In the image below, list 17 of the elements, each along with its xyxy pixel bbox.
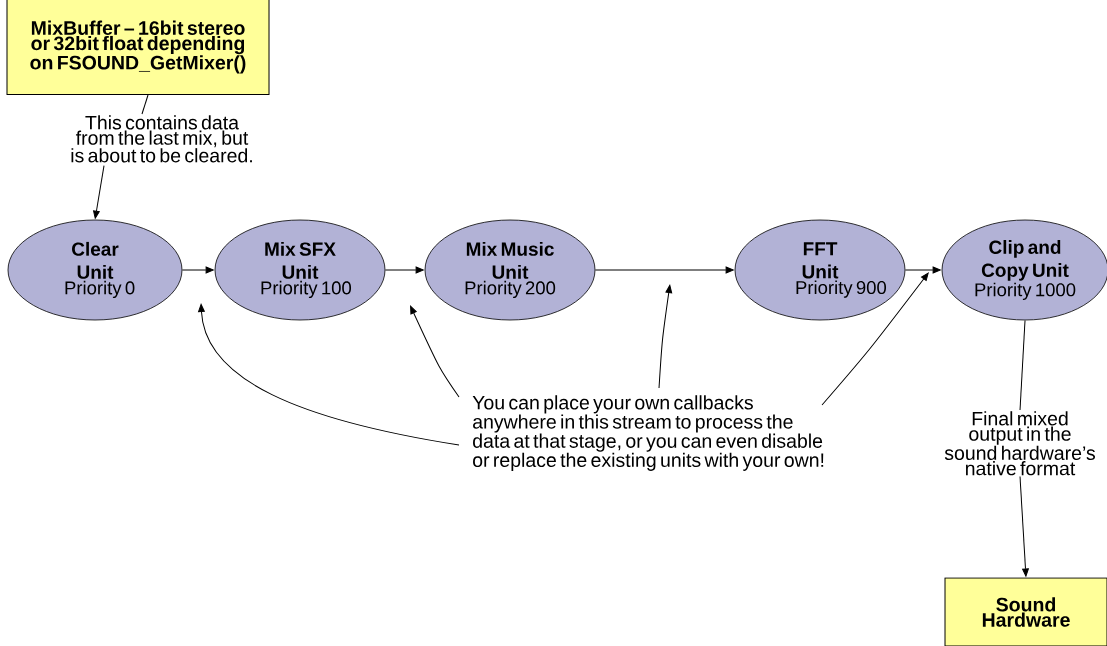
arrow [594, 266, 734, 274]
arrow [821, 272, 929, 406]
arrow [658, 284, 673, 389]
annotation-text: This contains data from the last mix, but is about to be cleared. [71, 115, 252, 163]
note-box: MixBuffer – 16bit stereo or 32bit float depending on FSOUND_GetMixer() [6, 0, 270, 95]
connector-line [1019, 319, 1026, 411]
note-box: Sound Hardware [944, 577, 1107, 646]
arrow [181, 266, 214, 274]
arrow [93, 165, 105, 219]
arrow [1019, 476, 1029, 577]
connector-line [141, 94, 149, 115]
callout-text: You can place your own callbacks anywhere in this stream to process the data at that stage, or you can even disable or replace the existing units with your own! [472, 395, 824, 471]
arrow [904, 266, 941, 274]
arrow [410, 305, 460, 398]
annotation-text: Final mixed output in the sound hardware’s native format [944, 411, 1095, 476]
arrow [384, 266, 424, 274]
arrow [198, 303, 460, 446]
